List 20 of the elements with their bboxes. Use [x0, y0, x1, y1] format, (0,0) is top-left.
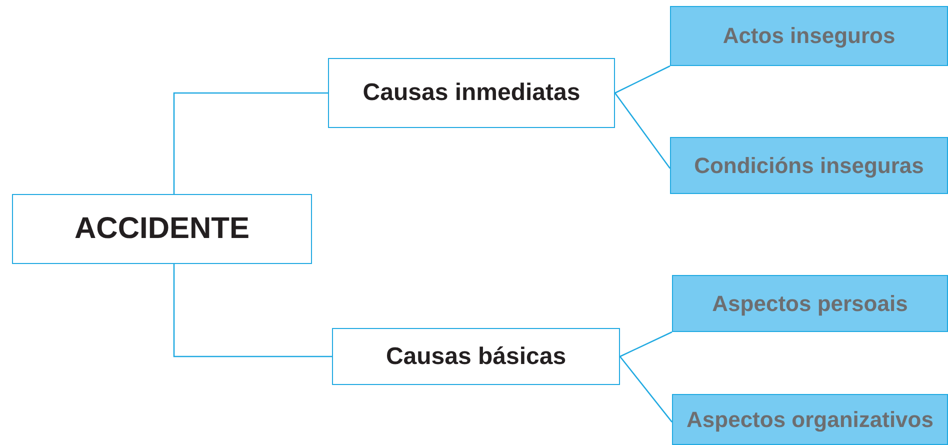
cause-box: [328, 58, 615, 128]
node-label: Causas básicas: [386, 342, 566, 370]
cause-box: [332, 328, 620, 385]
subcause-box: [672, 275, 948, 332]
connector-line: [173, 264, 332, 358]
connector-line: [614, 65, 670, 94]
connector-line: [173, 92, 328, 194]
node-label: Aspectos organizativos: [686, 406, 934, 432]
subcause-box: [670, 137, 948, 194]
node-label: Actos inseguros: [722, 23, 896, 49]
node-label: Aspectos persoais: [712, 290, 908, 316]
root-box: [12, 194, 312, 264]
node-label: Condicións inseguras: [694, 152, 924, 178]
connector-line: [620, 331, 672, 358]
subcause-box: [670, 6, 948, 66]
node-label: Causas inmediatas: [362, 79, 580, 107]
subcause-box: [672, 394, 948, 445]
connector-line: [620, 356, 672, 422]
connector-line: [614, 92, 671, 169]
node-label: ACCIDENTE: [74, 212, 250, 246]
